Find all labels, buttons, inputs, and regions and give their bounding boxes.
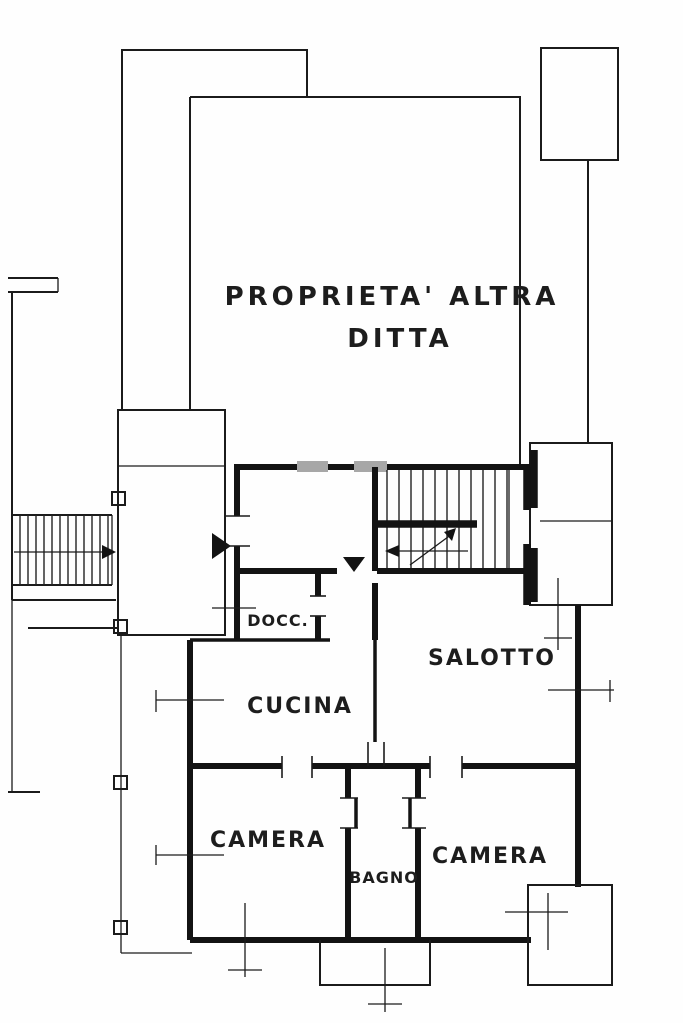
door-swing-triangle-icon: [343, 557, 365, 572]
pillar-marker: [113, 619, 128, 634]
window-markers: [155, 578, 614, 1012]
pillar-marker: [113, 920, 128, 935]
room-label-camera-right: CAMERA: [432, 844, 548, 869]
apartment-walls: [187, 461, 581, 943]
external-stair-treads: [19, 515, 109, 585]
room-label-camera-left: CAMERA: [210, 828, 326, 853]
boundary-with-pillars: [111, 491, 192, 954]
upper-property-label-line2: DITTA: [347, 324, 452, 354]
room-label-salotto: SALOTTO: [428, 646, 556, 671]
stair-direction-arrow: [14, 545, 116, 559]
internal-stair-treads: [386, 470, 508, 568]
door-swing-triangle-icon: [212, 533, 231, 559]
pillar-marker: [111, 491, 126, 506]
bottom-right-annex: [527, 884, 613, 986]
stair-direction-arrow: [385, 545, 468, 557]
room-label-cucina: CUCINA: [247, 694, 353, 719]
room-label-docc: DOCC.: [247, 611, 308, 630]
internal-staircase: [212, 470, 510, 572]
upper-property-label-line1: PROPRIETA' ALTRA: [225, 282, 560, 312]
right-annex: [529, 442, 613, 606]
external-staircase: [8, 277, 118, 793]
room-labels: PROPRIETA' ALTRA DITTA DOCC. SALOTTO CUC…: [210, 282, 560, 887]
room-label-bagno: BAGNO: [349, 868, 419, 887]
wall-erasure-patch: [354, 461, 387, 472]
top-right-annex: [540, 47, 619, 443]
wall-erasure-patch: [297, 461, 328, 472]
left-annex: [117, 409, 226, 636]
upper-property-outline: [121, 49, 521, 467]
door-openings: [226, 515, 463, 829]
stair-direction-arrow: [409, 528, 456, 566]
bottom-bay: [319, 940, 431, 986]
pillar-marker: [113, 775, 128, 790]
